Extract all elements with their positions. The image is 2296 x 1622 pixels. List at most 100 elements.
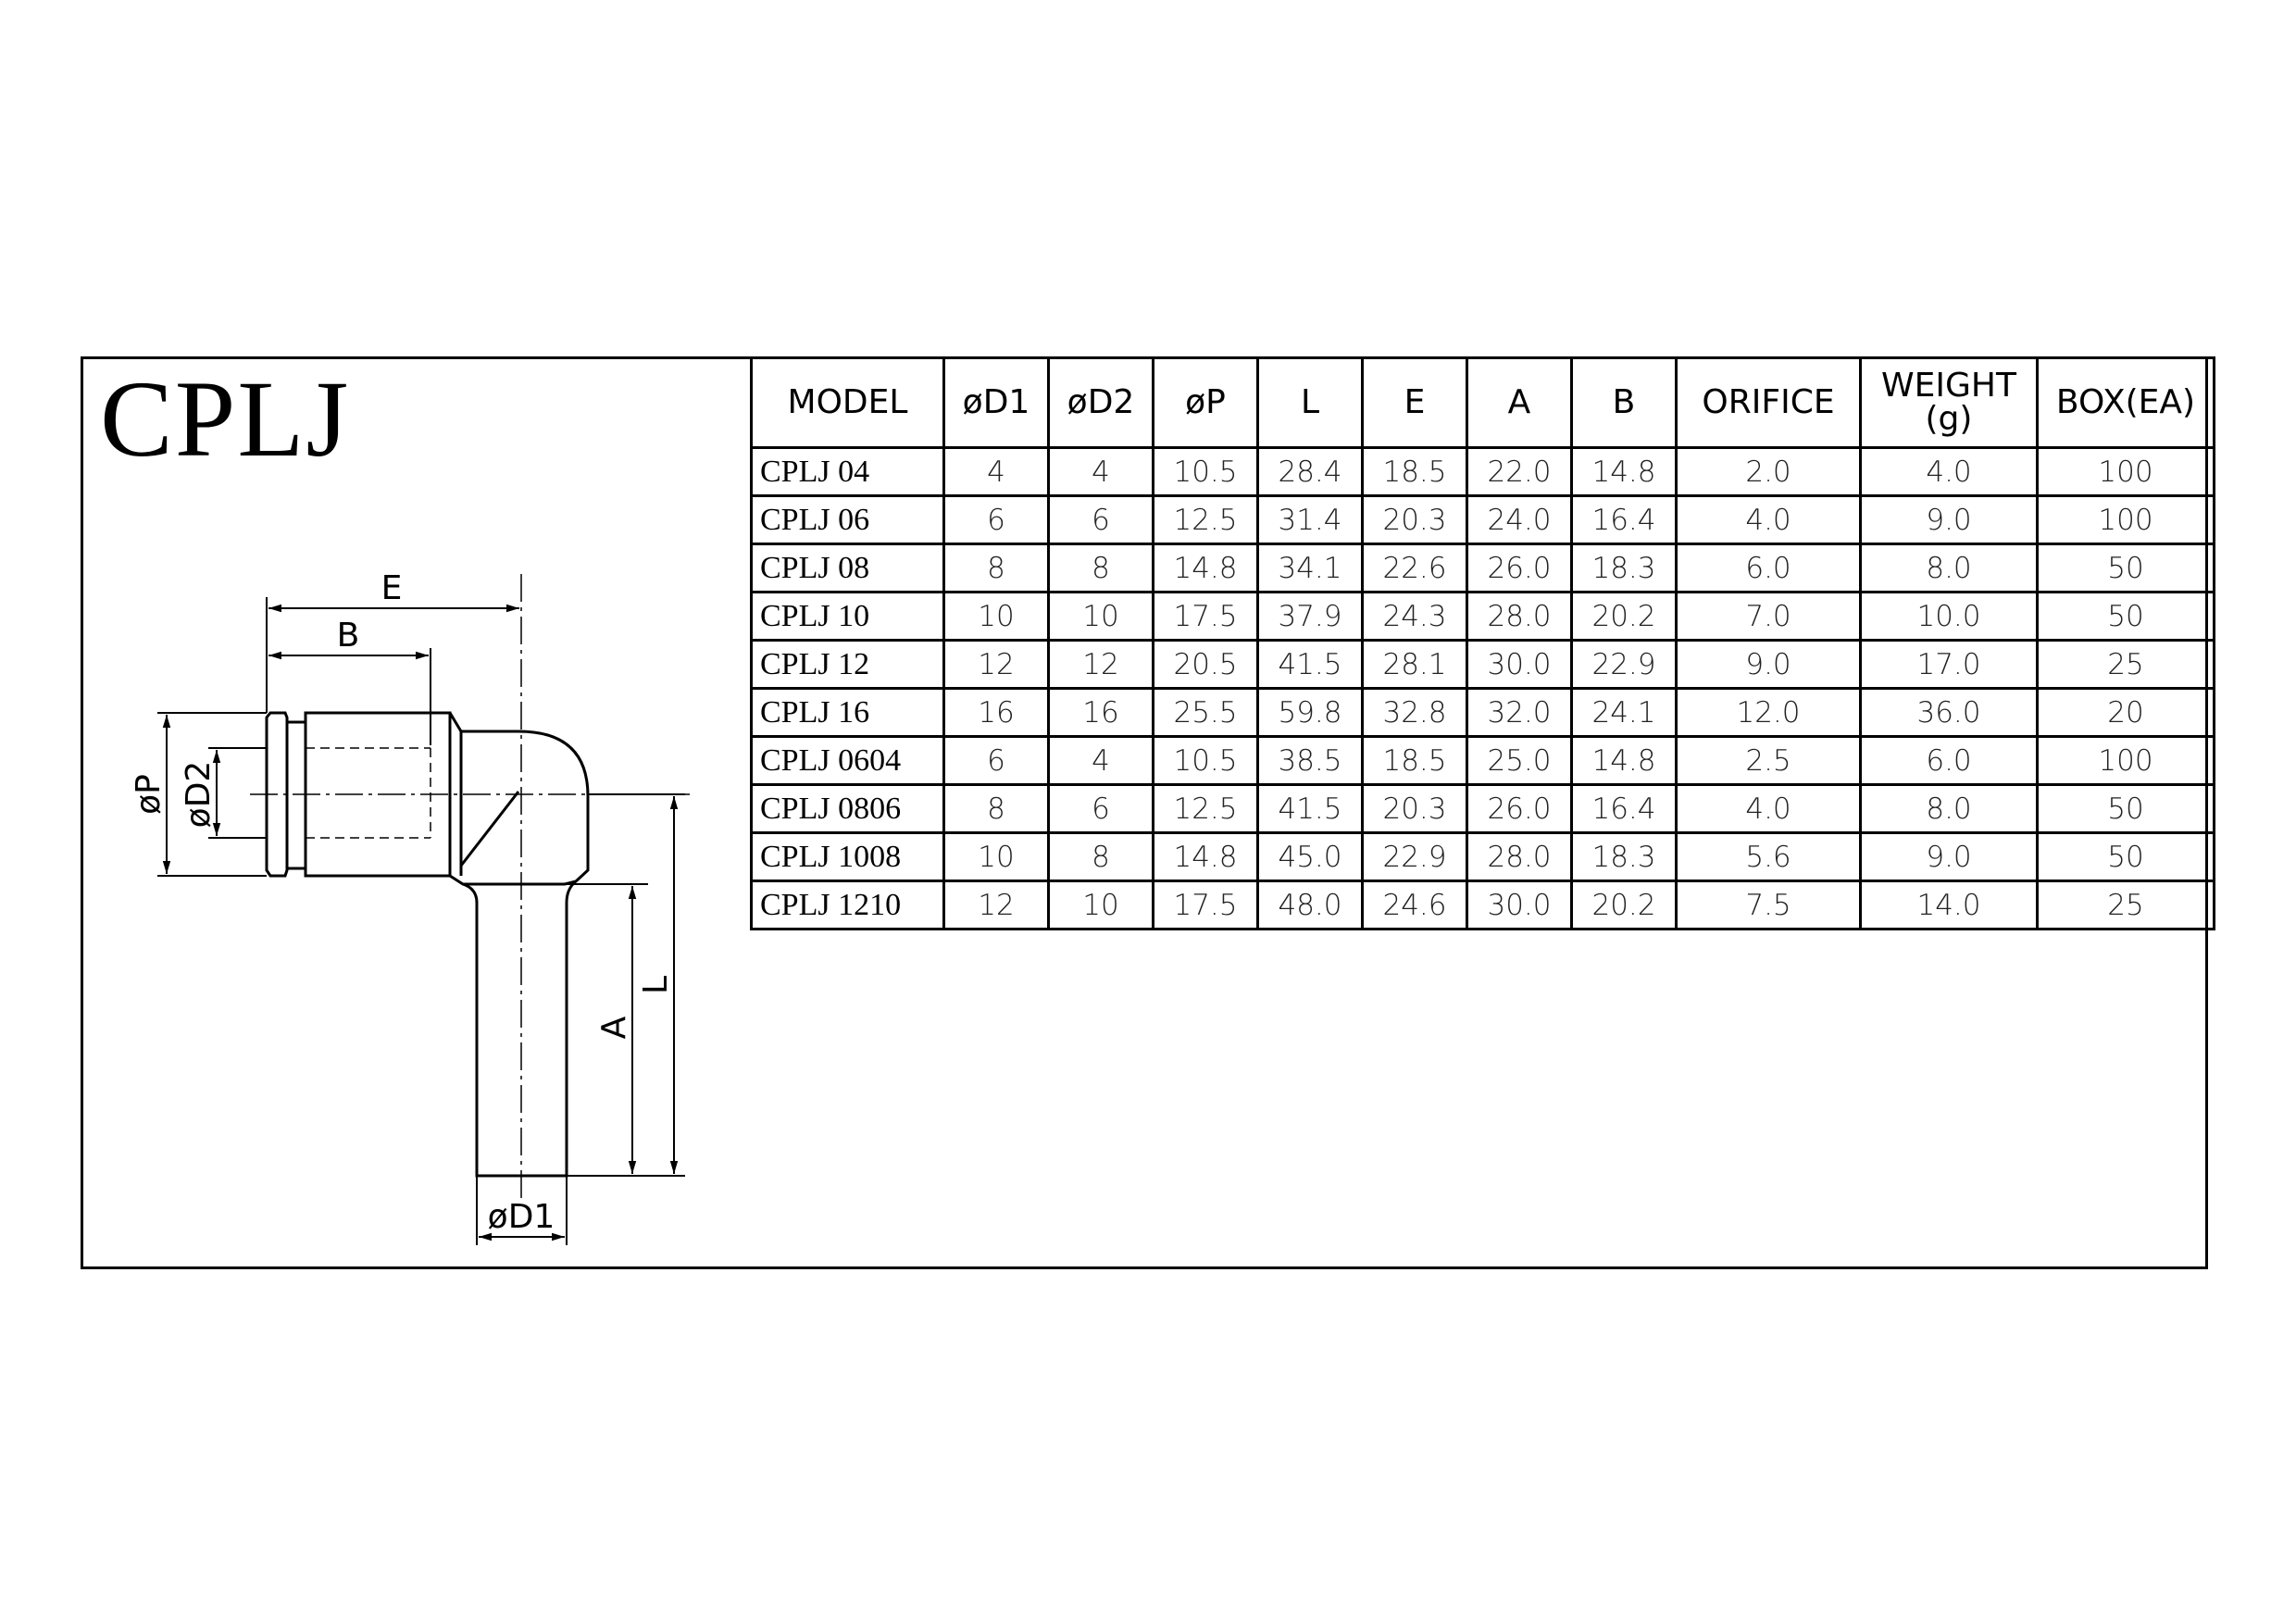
column-header-label: MODEL — [787, 383, 908, 421]
value-cell: 10 — [942, 591, 1050, 642]
value-cell: 24.0 — [1466, 494, 1573, 545]
value-cell: 38.5 — [1256, 735, 1364, 786]
value-cell: 4.0 — [1675, 783, 1862, 834]
value-cell: 4 — [1047, 735, 1154, 786]
value-cell: 12 — [942, 880, 1050, 930]
dim-l-label: L — [637, 976, 675, 994]
value-cell: 16.4 — [1570, 494, 1678, 545]
model-cell: CPLJ 0806 — [750, 783, 945, 834]
column-header-label: L — [1300, 383, 1320, 421]
model-cell: CPLJ 06 — [750, 494, 945, 545]
column-header: L — [1256, 356, 1364, 449]
value-cell: 26.0 — [1466, 783, 1573, 834]
value-cell: 41.5 — [1256, 783, 1364, 834]
value-cell: 22.9 — [1570, 639, 1678, 690]
dim-p-label: øP — [130, 774, 168, 815]
value-cell: 8 — [942, 783, 1050, 834]
column-header: BOX(EA) — [2036, 356, 2215, 449]
value-cell: 50 — [2036, 831, 2215, 882]
value-cell: 25.5 — [1152, 687, 1259, 738]
dim-e-label: E — [381, 569, 403, 607]
value-cell: 50 — [2036, 783, 2215, 834]
value-cell: 30.0 — [1466, 880, 1573, 930]
model-title: CPLJ — [100, 358, 351, 480]
value-cell: 20.2 — [1570, 880, 1678, 930]
value-cell: 25 — [2036, 639, 2215, 690]
value-cell: 12.5 — [1152, 494, 1259, 545]
value-cell: 6 — [1047, 783, 1154, 834]
value-cell: 24.6 — [1361, 880, 1468, 930]
value-cell: 34.1 — [1256, 543, 1364, 593]
collet-ring — [285, 720, 307, 870]
model-cell: CPLJ 08 — [750, 543, 945, 593]
column-header: MODEL — [750, 356, 945, 449]
column-header-label: ORIFICE — [1702, 383, 1835, 421]
stem-shape — [462, 880, 577, 1178]
value-cell: 28.0 — [1466, 831, 1573, 882]
elbow-shape — [448, 712, 590, 886]
column-header: øD2 — [1047, 356, 1154, 449]
value-cell: 16 — [1047, 687, 1154, 738]
collet-shape — [265, 711, 289, 878]
value-cell: 9.0 — [1859, 831, 2039, 882]
value-cell: 6 — [942, 494, 1050, 545]
value-cell: 100 — [2036, 446, 2215, 497]
model-cell: CPLJ 0604 — [750, 735, 945, 786]
value-cell: 12.0 — [1675, 687, 1862, 738]
value-cell: 24.1 — [1570, 687, 1678, 738]
model-cell: CPLJ 1008 — [750, 831, 945, 882]
value-cell: 4.0 — [1859, 446, 2039, 497]
value-cell: 26.0 — [1466, 543, 1573, 593]
value-cell: 7.0 — [1675, 591, 1862, 642]
dim-d1-label: øD1 — [488, 1198, 555, 1236]
value-cell: 10.5 — [1152, 446, 1259, 497]
value-cell: 24.3 — [1361, 591, 1468, 642]
value-cell: 28.0 — [1466, 591, 1573, 642]
value-cell: 50 — [2036, 591, 2215, 642]
value-cell: 6 — [942, 735, 1050, 786]
value-cell: 45.0 — [1256, 831, 1364, 882]
value-cell: 18.5 — [1361, 446, 1468, 497]
value-cell: 36.0 — [1859, 687, 2039, 738]
value-cell: 12 — [1047, 639, 1154, 690]
column-header: ORIFICE — [1675, 356, 1862, 449]
value-cell: 8 — [1047, 831, 1154, 882]
model-cell: CPLJ 12 — [750, 639, 945, 690]
value-cell: 6 — [1047, 494, 1154, 545]
value-cell: 4 — [942, 446, 1050, 497]
value-cell: 16.4 — [1570, 783, 1678, 834]
column-header-label: øD2 — [1067, 383, 1135, 421]
column-header: øD1 — [942, 356, 1050, 449]
value-cell: 9.0 — [1859, 494, 2039, 545]
value-cell: 100 — [2036, 494, 2215, 545]
value-cell: 4 — [1047, 446, 1154, 497]
column-header: øP — [1152, 356, 1259, 449]
column-header-label: BOX(EA) — [2055, 383, 2196, 421]
value-cell: 10 — [1047, 591, 1154, 642]
value-cell: 2.5 — [1675, 735, 1862, 786]
value-cell: 28.1 — [1361, 639, 1468, 690]
column-header-label: WEIGHT — [1881, 367, 2016, 405]
value-cell: 8 — [1047, 543, 1154, 593]
value-cell: 6.0 — [1859, 735, 2039, 786]
value-cell: 22.0 — [1466, 446, 1573, 497]
value-cell: 16 — [942, 687, 1050, 738]
dim-a-label: A — [595, 1016, 633, 1039]
value-cell: 18.3 — [1570, 831, 1678, 882]
value-cell: 20.2 — [1570, 591, 1678, 642]
value-cell: 12.5 — [1152, 783, 1259, 834]
dim-b-label: B — [337, 617, 360, 655]
value-cell: 20.5 — [1152, 639, 1259, 690]
value-cell: 2.0 — [1675, 446, 1862, 497]
value-cell: 20 — [2036, 687, 2215, 738]
